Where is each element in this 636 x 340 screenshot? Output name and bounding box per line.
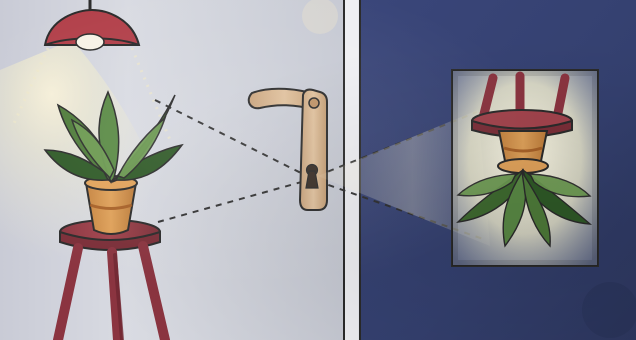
lamp-bulb	[76, 34, 104, 50]
keyhole-icon	[306, 165, 318, 189]
handle-screw	[309, 98, 319, 108]
inverted-projection-icon	[452, 70, 598, 266]
paper-blotch-2	[582, 282, 636, 338]
